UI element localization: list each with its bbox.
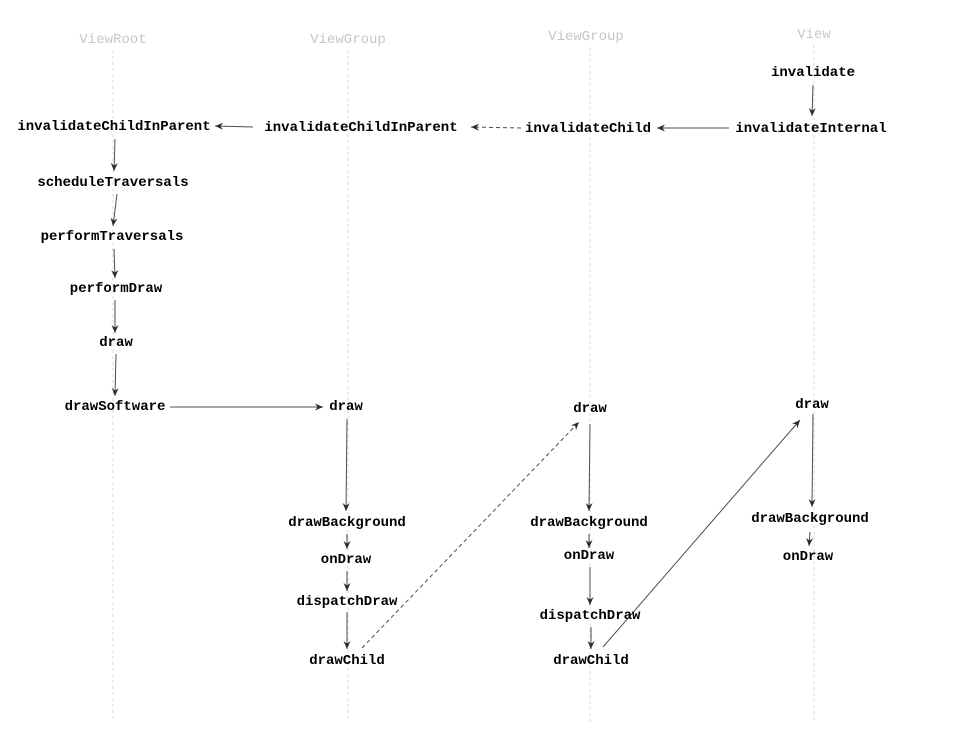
call-invalidateinternal: invalidateInternal (735, 121, 887, 137)
call-invalidatechild: invalidateChild (524, 121, 652, 137)
call-drawbackground-viewgroup2: drawBackground (530, 515, 648, 531)
arrow-invalidatechildinparent-to-viewroot (214, 122, 254, 130)
arrow-to-drawsoftware (111, 353, 119, 397)
call-drawsoftware: drawSoftware (64, 399, 166, 415)
lifeline-header-view: View (797, 27, 831, 43)
call-draw-view: draw (795, 397, 829, 413)
lifeline-header-viewgroup-2: ViewGroup (548, 29, 624, 45)
lifeline-header-viewgroup-1: ViewGroup (310, 32, 386, 48)
call-draw-viewgroup1: draw (329, 399, 363, 415)
arrow-draw-to-drawbackground-view (808, 413, 816, 508)
call-draw-viewroot: draw (99, 335, 133, 351)
arrow-draw-to-drawbackground-vg1 (342, 418, 350, 512)
call-drawbackground-viewgroup1: drawBackground (288, 515, 406, 531)
call-dispatchdraw-viewgroup1: dispatchDraw (296, 594, 398, 610)
call-draw-viewgroup2: draw (573, 401, 607, 417)
call-drawchild-viewgroup1: drawChild (309, 653, 385, 669)
arrow-draw-to-drawbackground-vg2 (585, 423, 593, 512)
call-ondraw-viewgroup2: onDraw (563, 548, 615, 564)
arrow-to-scheduletraversals (110, 138, 118, 172)
call-invalidatechildinparent-viewroot: invalidateChildInParent (17, 119, 211, 135)
call-drawbackground-view: drawBackground (751, 511, 869, 527)
arrow-invalidate-to-invalidateinternal (808, 84, 816, 117)
arrow-drawchild-vg2-to-draw-view (602, 419, 801, 648)
lifeline-header-viewroot: ViewRoot (79, 32, 147, 48)
arrow-drawchild-vg1-to-draw-vg2-dashed (361, 421, 580, 649)
call-performtraversals: performTraversals (40, 229, 184, 245)
call-performdraw: performDraw (69, 281, 163, 297)
call-drawchild-viewgroup2: drawChild (553, 653, 629, 669)
arrow-to-performtraversals (110, 193, 118, 227)
arrow-invalidatechild-to-invalidatechildinparent-dashed (470, 123, 522, 131)
call-ondraw-view: onDraw (782, 549, 834, 565)
arrow-to-performdraw (111, 248, 119, 279)
call-scheduletraversals: scheduleTraversals (37, 175, 189, 191)
call-ondraw-viewgroup1: onDraw (320, 552, 372, 568)
arrow-drawbackground-to-ondraw-view (806, 531, 814, 547)
call-invalidatechildinparent-viewgroup1: invalidateChildInParent (264, 120, 458, 136)
call-dispatchdraw-viewgroup2: dispatchDraw (539, 608, 641, 624)
call-invalidate: invalidate (770, 65, 856, 81)
